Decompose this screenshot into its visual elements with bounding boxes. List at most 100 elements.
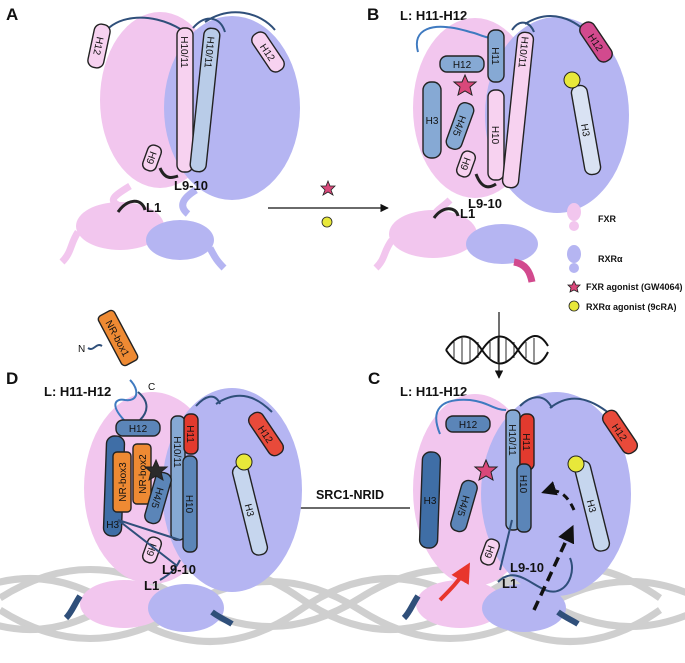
legend-fxr-agonist: FXR agonist (GW4064) [586, 282, 683, 292]
helix-h10-11-fxr: H10/11 [176, 27, 194, 173]
arrow-c-to-d-label: SRC1-NRID [316, 488, 384, 502]
fxr-agonist-star-icon [320, 179, 336, 196]
helix-h12-rxr: H12 [579, 21, 613, 63]
n-terminus-label: N [78, 344, 85, 355]
svg-text:H3: H3 [426, 116, 439, 127]
svg-text:H10/11: H10/11 [515, 36, 529, 69]
fxr-agonist-star-icon [452, 73, 478, 97]
svg-text:H3: H3 [424, 496, 437, 507]
fxr-agonist-star-icon [473, 458, 499, 482]
helix-h10: H10 [516, 463, 532, 533]
helix-h3-fxr: H3 [422, 81, 442, 159]
svg-text:H12: H12 [453, 60, 472, 71]
arrow-a-to-b [268, 179, 389, 228]
fxr-agonist-star-icon [143, 458, 169, 482]
svg-text:H12: H12 [90, 36, 105, 57]
panel-b: B L: H11-H12 H12 H11 H10 H3 H4/5 [367, 5, 629, 283]
helix-h4-5: H4/5 [450, 479, 478, 533]
svg-text:H11: H11 [184, 425, 195, 443]
arrow-b-to-c [445, 312, 549, 379]
helix-h10: H10 [182, 455, 198, 553]
dna-helix [0, 563, 685, 645]
rxr-dbd-shape [146, 220, 214, 260]
helix-h9: H9 [479, 538, 501, 566]
legend-fxr-agonist-star-icon [567, 280, 581, 293]
loop-h11-h12-label: L: H11-H12 [400, 8, 467, 23]
svg-text:NR-box2: NR-box2 [138, 454, 149, 494]
loop-h11-h12-label: L: H11-H12 [400, 384, 467, 399]
svg-text:H3: H3 [584, 499, 598, 514]
helix-h4-5: H4/5 [445, 101, 475, 151]
legend-fxr: FXR [598, 214, 617, 224]
helix-h10-11-rxr: H10/11 [501, 31, 535, 189]
svg-text:H11: H11 [489, 47, 500, 65]
helix-h9: H9 [455, 150, 477, 178]
loop-l9-10-label: L9-10 [162, 562, 196, 577]
loop-l9-10-label: L9-10 [468, 196, 502, 211]
svg-text:NR-box3: NR-box3 [118, 462, 129, 502]
svg-text:H10/11: H10/11 [506, 424, 517, 456]
c-terminus-label: C [148, 382, 155, 393]
helix-h11: H11 [183, 413, 199, 455]
svg-text:H10: H10 [489, 126, 500, 145]
loop-l9-10-label: L9-10 [510, 560, 544, 575]
helix-nr-box2: NR-box2 [132, 443, 152, 505]
panel-c: C L: H11-H12 H12 H10/11 H11 H10 H3 [368, 369, 639, 632]
loop-h11-h12-label: L: H11-H12 [44, 384, 111, 399]
legend-rxr-agonist-dot-icon [568, 300, 580, 312]
svg-text:H10: H10 [517, 475, 528, 494]
svg-text:H3: H3 [242, 503, 256, 518]
svg-text:H12: H12 [459, 420, 478, 431]
helix-h3-fxr: H3 [418, 451, 442, 549]
svg-text:H9: H9 [143, 150, 158, 166]
rxr-agonist-dot-icon [563, 71, 581, 89]
dbd-tails [63, 594, 580, 627]
helix-h11: H11 [519, 413, 535, 471]
svg-text:H9: H9 [457, 156, 472, 172]
helix-h12-rxr: H12 [247, 411, 285, 457]
helix-h12-fxr: H12 [115, 419, 161, 437]
helix-h12-fxr: H12 [87, 23, 111, 69]
legend-rxr: RXRα [598, 254, 623, 264]
svg-text:H3: H3 [578, 123, 591, 138]
panel-b-label: B [367, 5, 379, 24]
svg-text:H12: H12 [129, 424, 148, 435]
svg-text:H10/11: H10/11 [178, 36, 189, 68]
svg-text:H9: H9 [143, 542, 158, 558]
helix-h11: H11 [487, 29, 505, 83]
loop-l1-label: L1 [460, 206, 475, 221]
dna-icon [445, 335, 549, 365]
arrow-c-to-d: SRC1-NRID [289, 488, 410, 513]
rxr-agonist-dot-icon [235, 453, 253, 471]
helix-h4-5: H4/5 [144, 471, 172, 525]
helix-h10: H10 [487, 89, 505, 181]
svg-text:H10/11: H10/11 [171, 436, 182, 468]
fxr-dbd-shape [76, 202, 164, 250]
helix-h9: H9 [141, 144, 163, 172]
panel-c-label: C [368, 369, 380, 388]
helix-h10-11-rxr: H10/11 [189, 27, 221, 173]
loop-l1-label: L1 [146, 200, 161, 215]
panel-a-label: A [6, 5, 18, 24]
helix-h12-fxr: H12 [439, 55, 485, 73]
helix-nr-box3: NR-box3 [112, 451, 132, 513]
red-arrow [438, 562, 470, 602]
helix-h12-fxr: H12 [445, 415, 491, 433]
rxr-agonist-dot-icon [321, 216, 333, 228]
helix-h12-rxr: H12 [251, 31, 285, 73]
loop-l1-label: L1 [502, 576, 517, 591]
helix-nr-box1: NR-box1 [97, 309, 139, 367]
panel-a: A H12 H10/11 H10/11 H12 H9 [6, 5, 300, 271]
loop-l1-label: L1 [144, 578, 159, 593]
svg-text:H9: H9 [481, 544, 496, 560]
svg-text:H3: H3 [106, 520, 119, 531]
svg-text:H10: H10 [183, 495, 194, 514]
panel-d-label: D [6, 369, 18, 388]
svg-text:H11: H11 [520, 433, 531, 451]
legend-rxr-agonist: RXRα agonist (9cRA) [586, 302, 677, 312]
svg-text:H10/11: H10/11 [201, 36, 215, 69]
helix-h12-rxr: H12 [601, 409, 639, 455]
loop-l9-10-label: L9-10 [174, 178, 208, 193]
rxr-agonist-dot-icon [567, 455, 585, 473]
